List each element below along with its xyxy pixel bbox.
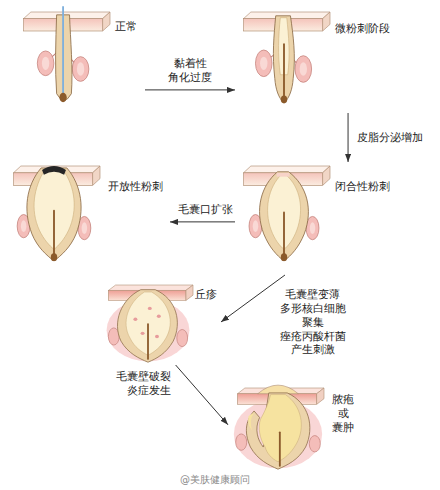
stage-node: 正常 (12, 8, 145, 113)
stage-node: 微粉刺阶段 (235, 8, 425, 113)
stage-label: 闭合性粉刺 (335, 180, 390, 194)
normal-follicle (24, 6, 110, 102)
edge-label: 毛囊壁变薄 多形核白细胞 聚集 痤疮丙酸杆菌 产生刺激 (275, 288, 351, 357)
edge-label: 黏着性 角化过度 (164, 57, 216, 85)
stage-node: 丘疹 (100, 283, 221, 365)
stage-label: 微粉刺阶段 (335, 22, 390, 36)
edge-label: 毛囊口扩张 (177, 203, 229, 217)
stage-node: 脓疱 或 囊肿 (228, 383, 362, 472)
stage-label: 丘疹 (195, 288, 217, 302)
pustule-follicle (234, 385, 324, 469)
arrow-connector (176, 365, 228, 425)
edge-label: 毛囊壁破裂 炎症发生 (110, 370, 172, 398)
closed-comedo-follicle (244, 166, 330, 261)
stage-node: 闭合性粉刺 (235, 162, 425, 275)
microcomedo-follicle (244, 12, 330, 103)
stage-label: 正常 (115, 20, 137, 34)
edge-label: 皮脂分泌增加 (356, 131, 424, 145)
papule-follicle (107, 285, 193, 362)
stage-label: 脓疱 或 囊肿 (330, 393, 356, 434)
stage-node: 开放性粉刺 (5, 162, 170, 275)
watermark: @美肤健康顾问 (180, 474, 250, 486)
arrow-connector (145, 89, 235, 90)
arrow-connector (170, 221, 235, 222)
arrow-connector (348, 113, 349, 162)
stage-label: 开放性粉刺 (108, 180, 163, 194)
open-comedo-follicle (14, 166, 100, 261)
